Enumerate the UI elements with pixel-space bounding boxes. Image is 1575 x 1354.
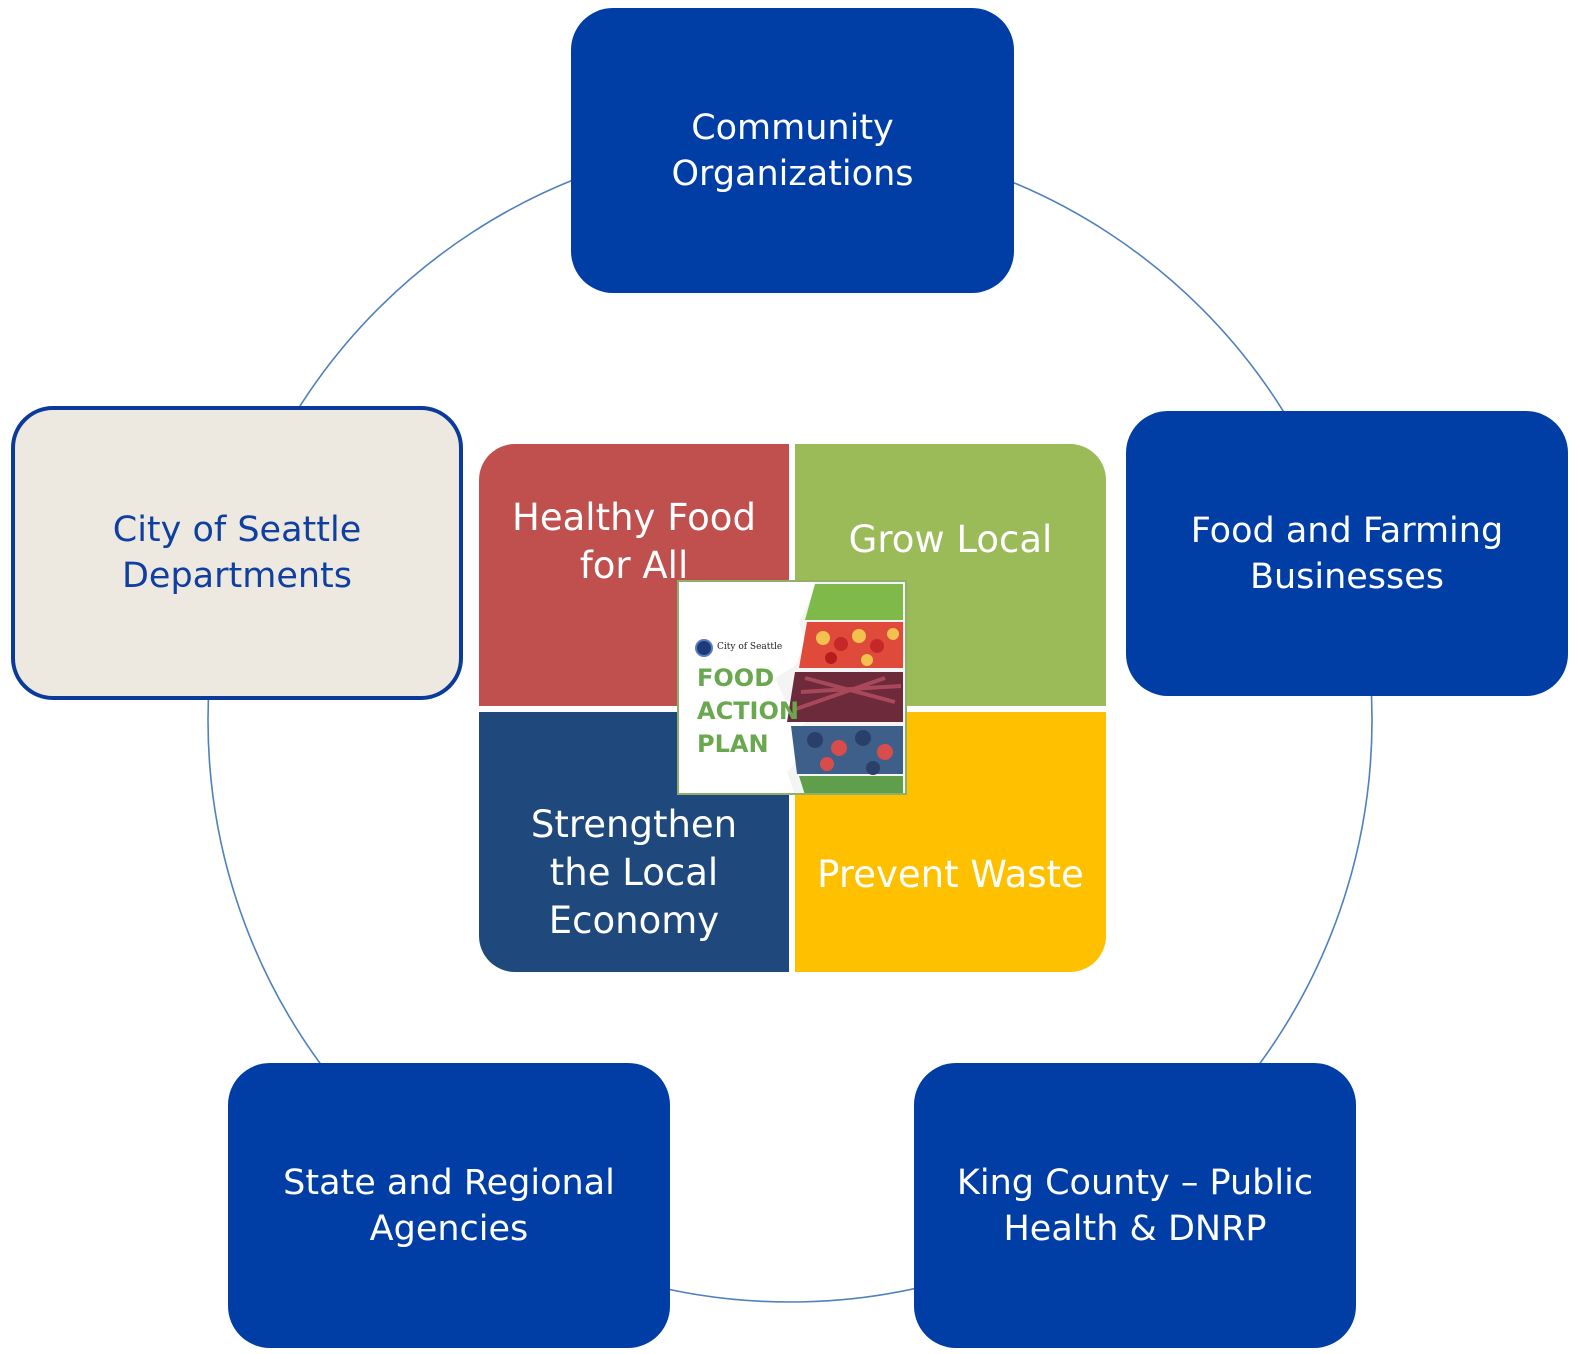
king-county-node[interactable]: King County – Public Health & DNRP [914, 1063, 1356, 1348]
food-farming-businesses-node[interactable]: Food and Farming Businesses [1126, 411, 1568, 696]
city-of-seattle-departments-node[interactable]: City of Seattle Departments [11, 406, 463, 700]
cover-city-name: City of Seattle [717, 642, 783, 652]
food-action-plan-cover: City of Seattle FOOD ACTION PLAN [677, 580, 907, 795]
king-county-label: King County – Public Health & DNRP [956, 1162, 1314, 1249]
city-of-seattle-departments-label: City of Seattle Departments [112, 510, 362, 596]
community-organizations-label: Community Organizations [671, 107, 914, 194]
grow-local-quadrant[interactable]: Grow Local [795, 444, 1106, 706]
state-regional-agencies-label: State and Regional Agencies [283, 1162, 615, 1249]
food-farming-businesses-label: Food and Farming Businesses [1190, 510, 1504, 597]
community-organizations-node[interactable]: Community Organizations [571, 8, 1014, 293]
healthy-food-label: Healthy Food for All [512, 496, 756, 587]
city-seal-icon [695, 639, 713, 657]
state-regional-agencies-node[interactable]: State and Regional Agencies [228, 1063, 670, 1348]
prevent-waste-label: Prevent Waste [817, 853, 1084, 896]
grow-local-label: Grow Local [848, 518, 1053, 561]
produce-collage-image [775, 582, 905, 793]
cover-title: FOOD ACTION PLAN [697, 664, 799, 758]
strengthen-economy-label: Strengthen the Local Economy [530, 803, 738, 942]
